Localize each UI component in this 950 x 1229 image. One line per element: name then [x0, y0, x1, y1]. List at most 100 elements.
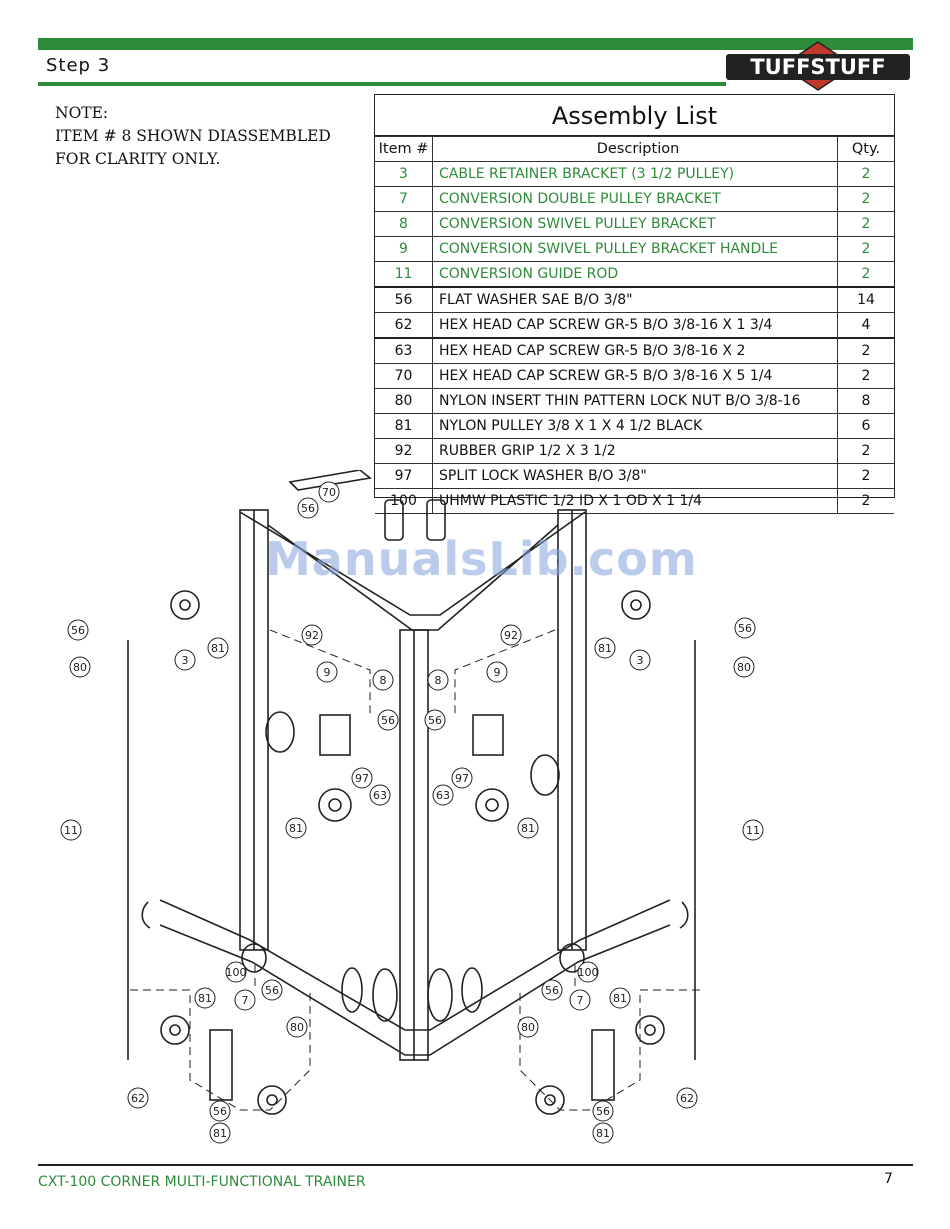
item-description: HEX HEAD CAP SCREW GR-5 B/O 3/8-16 X 1 3…	[432, 312, 838, 339]
item-qty: 2	[837, 236, 894, 262]
table-row: 62 HEX HEAD CAP SCREW GR-5 B/O 3/8-16 X …	[375, 312, 894, 339]
table-row: 11 CONVERSION GUIDE ROD 2	[375, 261, 894, 288]
logo-text: TUFFSTUFF	[750, 55, 885, 79]
manualslib-watermark: ManualsLib.com	[265, 532, 698, 586]
callout-bubble: 56	[424, 709, 446, 731]
top-pulley-pair	[384, 499, 446, 541]
clarity-note: NOTE: ITEM # 8 SHOWN DIASSEMBLED FOR CLA…	[55, 104, 331, 168]
part-callouts: 70 56 56 80 3 81 92 9 8 56 97 63 81 11 5…	[60, 481, 764, 1144]
item-number: 9	[375, 236, 433, 262]
item-description: NYLON INSERT THIN PATTERN LOCK NUT B/O 3…	[432, 388, 838, 414]
callout-bubble: 56	[592, 1100, 614, 1122]
step-header: Step 3	[38, 52, 913, 82]
item-number: 63	[375, 337, 433, 364]
callout-bubble: 81	[209, 1122, 231, 1144]
callout-bubble: 100	[225, 961, 247, 983]
svg-text:100: 100	[226, 966, 247, 979]
top-v-frame	[239, 511, 586, 616]
callout-bubble: 81	[285, 817, 307, 839]
item-qty: 6	[837, 413, 894, 439]
item-number: 92	[375, 438, 433, 464]
bottom-pulleys	[241, 943, 585, 1022]
svg-text:8: 8	[380, 674, 387, 687]
callout-bubble: 63	[432, 784, 454, 806]
callout-bubble: 56	[541, 979, 563, 1001]
svg-text:3: 3	[182, 654, 189, 667]
table-row: 92 RUBBER GRIP 1/2 X 3 1/2 2	[375, 438, 894, 464]
svg-text:97: 97	[355, 772, 369, 785]
item-number: 8	[375, 211, 433, 237]
item-description: HEX HEAD CAP SCREW GR-5 B/O 3/8-16 X 5 1…	[432, 363, 838, 389]
item-number: 80	[375, 388, 433, 414]
svg-text:81: 81	[213, 1127, 227, 1140]
step-label: Step 3	[46, 55, 111, 76]
svg-text:56: 56	[71, 624, 85, 637]
table-row: 81 NYLON PULLEY 3/8 X 1 X 4 1/2 BLACK 6	[375, 413, 894, 439]
table-row: 56 FLAT WASHER SAE B/O 3/8" 14	[375, 286, 894, 313]
footer-rule	[38, 1164, 913, 1166]
column-header-description: Description	[432, 136, 838, 162]
callout-bubble: 11	[60, 819, 82, 841]
callout-bubble: 92	[500, 624, 522, 646]
assembly-header-row: Item # Description Qty.	[375, 136, 894, 162]
callout-bubble: 8	[427, 669, 449, 691]
svg-text:62: 62	[680, 1092, 694, 1105]
callout-bubble: 80	[69, 656, 91, 678]
svg-text:7: 7	[242, 994, 249, 1007]
callout-bubble: 92	[301, 624, 323, 646]
table-row: 97 SPLIT LOCK WASHER B/O 3/8" 2	[375, 463, 894, 489]
right-swivel-pulley	[472, 590, 651, 822]
header-green-band	[38, 38, 913, 50]
callout-bubble: 97	[351, 767, 373, 789]
bottom-right-double-pulley	[535, 1015, 665, 1115]
svg-text:62: 62	[131, 1092, 145, 1105]
item-description: CABLE RETAINER BRACKET (3 1/2 PULLEY)	[432, 161, 838, 187]
item-number: 70	[375, 363, 433, 389]
item-description: HEX HEAD CAP SCREW GR-5 B/O 3/8-16 X 2	[432, 337, 838, 364]
exploded-assembly-diagram: 70 56 56 80 3 81 92 9 8 56 97 63 81 11 5…	[60, 470, 764, 1144]
svg-text:92: 92	[504, 629, 518, 642]
callout-bubble: 7	[569, 989, 591, 1011]
assembly-guide-lines	[130, 629, 700, 1111]
assembly-table: Item # Description Qty. 3 CABLE RETAINER…	[375, 136, 894, 514]
item-description: RUBBER GRIP 1/2 X 3 1/2	[432, 438, 838, 464]
item-number: 62	[375, 312, 433, 339]
svg-text:81: 81	[521, 822, 535, 835]
callout-bubble: 81	[194, 987, 216, 1009]
item-qty: 2	[837, 337, 894, 364]
callout-bubble: 56	[734, 617, 756, 639]
assembly-list-title: Assembly List	[375, 95, 894, 136]
item-description: UHMW PLASTIC 1/2 ID X 1 OD X 1 1/4	[432, 488, 838, 514]
item-qty: 2	[837, 463, 894, 489]
svg-text:9: 9	[324, 666, 331, 679]
svg-text:11: 11	[746, 824, 760, 837]
svg-text:56: 56	[428, 714, 442, 727]
svg-text:70: 70	[322, 486, 336, 499]
svg-text:81: 81	[598, 642, 612, 655]
callout-bubble: 80	[733, 656, 755, 678]
callout-bubble: 80	[517, 1016, 539, 1038]
svg-text:80: 80	[290, 1021, 304, 1034]
svg-text:8: 8	[435, 674, 442, 687]
header-green-underline	[38, 82, 726, 86]
svg-text:56: 56	[545, 984, 559, 997]
callout-bubble: 63	[369, 784, 391, 806]
svg-text:81: 81	[198, 992, 212, 1005]
table-row: 70 HEX HEAD CAP SCREW GR-5 B/O 3/8-16 X …	[375, 363, 894, 389]
left-frame-upright	[239, 509, 269, 951]
svg-text:56: 56	[596, 1105, 610, 1118]
callout-bubble: 62	[127, 1087, 149, 1109]
item-description: FLAT WASHER SAE B/O 3/8"	[432, 286, 838, 313]
item-qty: 2	[837, 438, 894, 464]
item-qty: 2	[837, 488, 894, 514]
svg-text:63: 63	[436, 789, 450, 802]
item-number: 7	[375, 186, 433, 212]
column-header-qty: Qty.	[837, 136, 894, 162]
callout-bubble: 3	[629, 649, 651, 671]
item-number: 81	[375, 413, 433, 439]
item-qty: 8	[837, 388, 894, 414]
item-qty: 2	[837, 261, 894, 288]
svg-text:97: 97	[455, 772, 469, 785]
svg-text:63: 63	[373, 789, 387, 802]
svg-text:100: 100	[578, 966, 599, 979]
